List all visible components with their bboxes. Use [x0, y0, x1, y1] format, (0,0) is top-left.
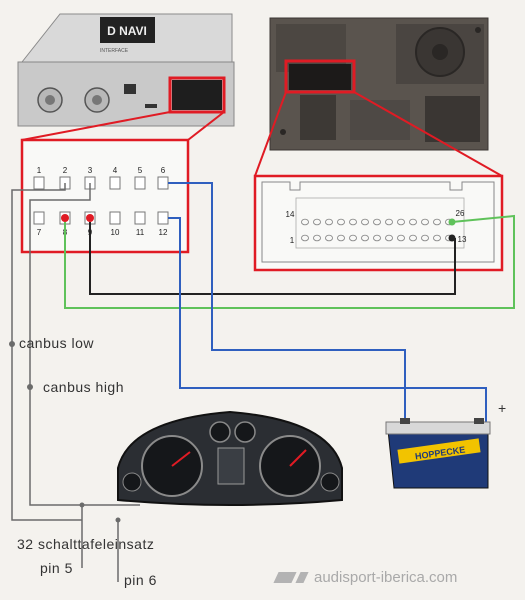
pin6-label: pin 6 [124, 572, 157, 588]
wire-black [89, 222, 456, 295]
connector-a-bottom-row: 7 8 9 10 11 12 [33, 211, 169, 237]
connector-a: 1 2 3 4 5 6 7 8 9 10 11 12 [20, 138, 190, 254]
connector-b-socket [325, 218, 333, 226]
wire-green [64, 214, 515, 309]
canbus-high-label: canbus high [43, 379, 125, 395]
connector-b-socket [433, 218, 441, 226]
plus-label: + [498, 400, 507, 416]
connector-b-bottom-row [301, 234, 453, 242]
connector-b-socket [385, 218, 393, 226]
radio-back-panel [269, 17, 489, 151]
instrument-cluster [117, 410, 343, 506]
canbus-low-label: canbus low [19, 335, 95, 351]
connector-b-socket [361, 234, 369, 242]
connector-b-socket [409, 234, 417, 242]
pin-label-b1: 1 [290, 236, 295, 245]
pin5-label: pin 5 [40, 560, 73, 576]
pin-label-7: 7 [37, 228, 42, 237]
pin-label-5: 5 [138, 166, 143, 175]
connector-b-socket [349, 218, 357, 226]
connector-b-socket [313, 218, 321, 226]
pin-13-dot [448, 234, 456, 242]
watermark-logo-icon [273, 572, 297, 583]
wire-blue-battery [168, 182, 406, 425]
wire-canbus-low [9, 183, 82, 521]
connector-b-socket [301, 234, 309, 242]
interface-module: D NAVI INTERFACE [17, 13, 235, 127]
pin-label-13: 13 [458, 235, 467, 244]
watermark: audisport-iberica.com [273, 569, 458, 586]
battery: HOPPECKE [385, 418, 491, 489]
module-brand: D NAVI [107, 24, 147, 38]
connector-b-top-row [301, 218, 453, 226]
watermark-text: audisport-iberica.com [314, 569, 458, 586]
module-model: INTERFACE [100, 48, 129, 54]
connector-b-socket [433, 234, 441, 242]
wire-pin5 [79, 502, 85, 568]
connector-b-socket [361, 218, 369, 226]
pin-label-14: 14 [286, 210, 295, 219]
connector-b-socket [373, 218, 381, 226]
connector-b-socket [397, 234, 405, 242]
connector-b-socket [349, 234, 357, 242]
pin-label-2: 2 [63, 166, 68, 175]
pin-label-3: 3 [88, 166, 93, 175]
connector-b-socket [385, 234, 393, 242]
connector-b-socket [325, 234, 333, 242]
wire-blue-plus [168, 217, 487, 425]
pin-label-10: 10 [111, 228, 120, 237]
pin-label-11: 11 [136, 228, 145, 237]
pin-label-6: 6 [161, 166, 166, 175]
connector-b-socket [421, 218, 429, 226]
watermark-logo-icon-2 [295, 572, 309, 583]
connector-b-socket [337, 218, 345, 226]
connector-b-socket [373, 234, 381, 242]
connector-b-socket [301, 218, 309, 226]
connector-b: 14 1 26 13 [253, 174, 504, 272]
connector-b-socket [409, 218, 417, 226]
wire-canbus-high [27, 183, 140, 506]
wire-pin6 [115, 517, 121, 582]
pin-label-26: 26 [456, 209, 465, 218]
cluster-label: 32 schalttafeleinsatz [17, 536, 155, 552]
pin-label-4: 4 [113, 166, 118, 175]
connector-b-socket [397, 218, 405, 226]
pin-label-12: 12 [159, 228, 168, 237]
connector-b-socket [313, 234, 321, 242]
connector-b-socket [337, 234, 345, 242]
connector-b-socket [421, 234, 429, 242]
pin-label-1: 1 [37, 166, 42, 175]
